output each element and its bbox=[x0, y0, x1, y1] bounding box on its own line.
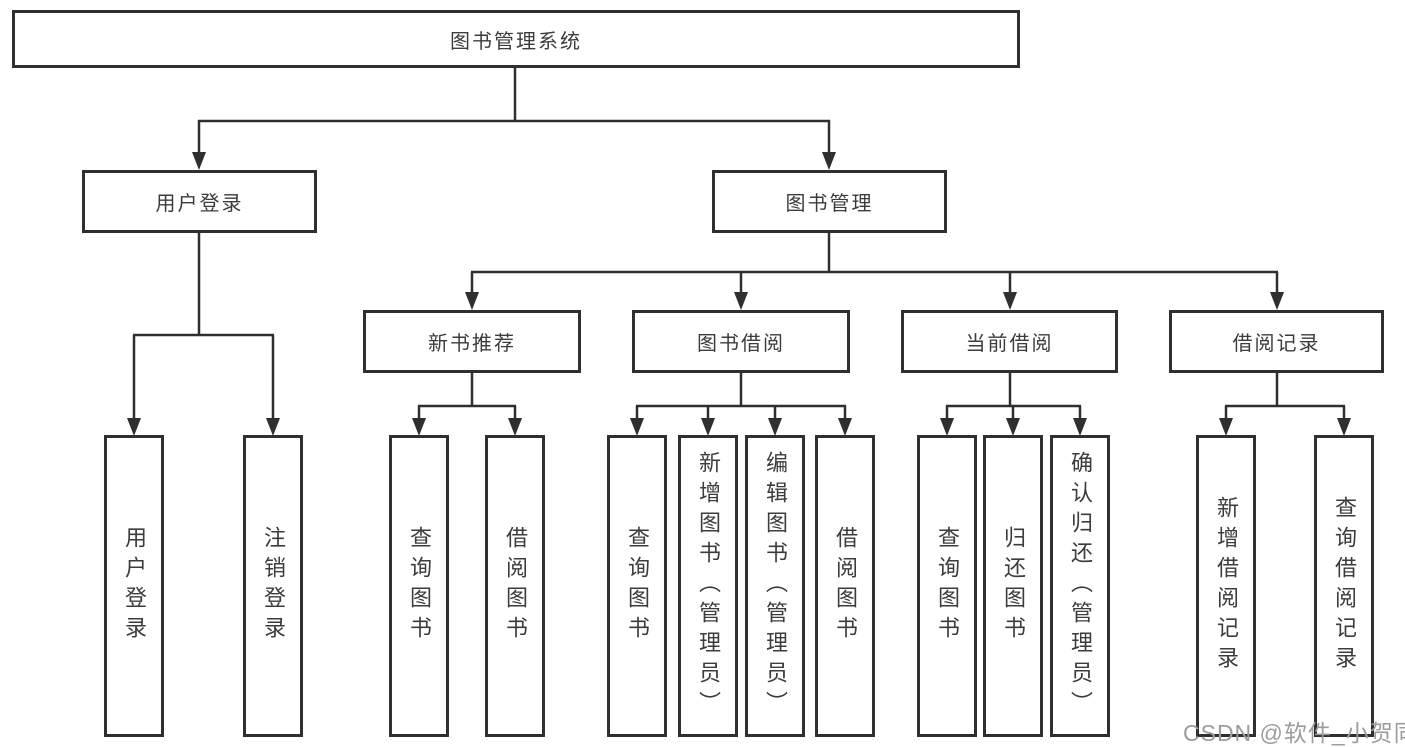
node-user-login: 用户登录 bbox=[82, 170, 317, 233]
leaf-query-books-recommend: 查询图书 bbox=[389, 435, 449, 737]
leaf-return-book: 归还图书 bbox=[983, 435, 1043, 737]
leaf-query-books-borrow: 查询图书 bbox=[607, 435, 667, 737]
leaf-query-borrow-record: 查询借阅记录 bbox=[1314, 435, 1374, 737]
leaf-add-book-admin: 新增图书（管理员） bbox=[678, 435, 738, 737]
leaf-user-login: 用户登录 bbox=[104, 435, 164, 737]
node-book-borrow: 图书借阅 bbox=[632, 310, 850, 373]
node-current-borrow: 当前借阅 bbox=[901, 310, 1118, 373]
node-book-management: 图书管理 bbox=[712, 170, 947, 233]
leaf-borrow-books-recommend: 借阅图书 bbox=[485, 435, 545, 737]
leaf-query-books-current: 查询图书 bbox=[917, 435, 977, 737]
csdn-watermark: CSDN @软件_小贺同学 bbox=[1183, 720, 1405, 746]
leaf-add-borrow-record: 新增借阅记录 bbox=[1196, 435, 1256, 737]
leaf-confirm-return-admin: 确认归还（管理员） bbox=[1050, 435, 1110, 737]
leaf-edit-book-admin: 编辑图书（管理员） bbox=[745, 435, 805, 737]
node-borrow-records: 借阅记录 bbox=[1169, 310, 1384, 373]
leaf-logout: 注销登录 bbox=[243, 435, 303, 737]
leaf-borrow-books: 借阅图书 bbox=[815, 435, 875, 737]
node-new-book-recommend: 新书推荐 bbox=[363, 310, 581, 373]
node-root: 图书管理系统 bbox=[12, 10, 1020, 68]
